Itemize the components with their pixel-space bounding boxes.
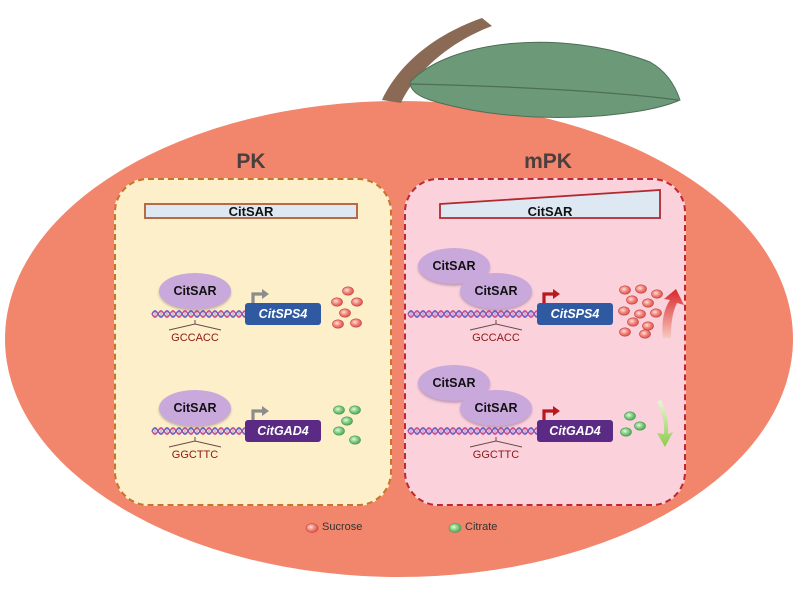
citrate-legend-label: Citrate bbox=[465, 521, 498, 533]
left-panel-title: PK bbox=[236, 150, 266, 173]
citrate-legend-dot bbox=[448, 523, 462, 533]
left-sps4-motif: GCCACC bbox=[171, 332, 219, 344]
leaf-vein bbox=[409, 83, 679, 101]
fruit-leaf bbox=[409, 41, 681, 118]
sucrose-legend-dot bbox=[305, 523, 319, 533]
right-citsps4-gene: CitSPS4 bbox=[537, 303, 613, 325]
right-sps4-citsar-protein-lower: CitSAR bbox=[460, 273, 532, 309]
left-citsps4-gene: CitSPS4 bbox=[245, 303, 321, 325]
right-panel bbox=[404, 178, 686, 506]
left-expression-bar: CitSAR bbox=[144, 203, 358, 219]
right-sps4-motif: GCCACC bbox=[472, 332, 520, 344]
right-expression-bar-label: CitSAR bbox=[527, 204, 573, 219]
left-gad4-citsar-protein: CitSAR bbox=[159, 390, 231, 426]
left-gad4-motif: GGCTTC bbox=[171, 449, 219, 461]
right-panel-title: mPK bbox=[524, 150, 572, 173]
left-citgad4-gene: CitGAD4 bbox=[245, 420, 321, 442]
sucrose-legend-label: Sucrose bbox=[322, 521, 363, 533]
right-gad4-citsar-protein-lower: CitSAR bbox=[460, 390, 532, 426]
left-panel bbox=[114, 178, 392, 506]
right-citgad4-gene: CitGAD4 bbox=[537, 420, 613, 442]
right-gad4-motif: GGCTTC bbox=[472, 449, 520, 461]
fruit-stem bbox=[382, 18, 492, 103]
left-sps4-citsar-protein: CitSAR bbox=[159, 273, 231, 309]
